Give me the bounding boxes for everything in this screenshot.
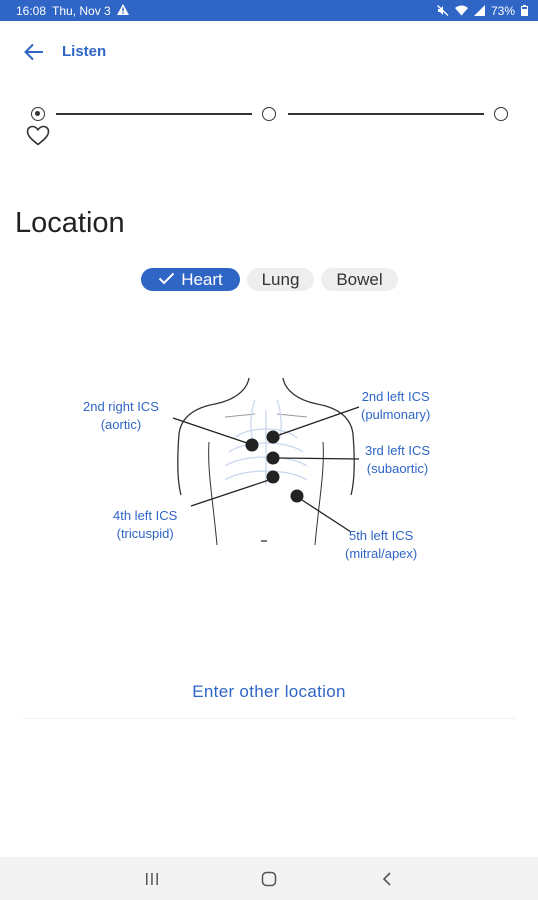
label-4th-left-ics: 4th left ICS (tricuspid)	[113, 507, 177, 543]
status-right: 73%	[437, 4, 528, 18]
subaortic-point[interactable]	[266, 451, 280, 465]
chip-lung-label: Lung	[261, 269, 300, 289]
label-4th-left-ics-title: 4th left ICS	[113, 508, 178, 523]
battery-icon	[521, 5, 528, 16]
chip-bowel[interactable]: Bowel	[321, 268, 398, 291]
chip-heart-label: Heart	[181, 269, 223, 289]
back-nav-button[interactable]	[367, 867, 407, 891]
label-2nd-right-ics-sub: (aortic)	[100, 417, 142, 432]
app-bar: Listen	[0, 21, 538, 81]
battery-percent: 73%	[490, 3, 515, 18]
chevron-left-icon	[382, 872, 391, 886]
recent-apps-button[interactable]	[132, 867, 172, 891]
tricuspid-point[interactable]	[266, 470, 280, 484]
warning-icon	[116, 3, 129, 18]
label-5th-left-ics-title: 5th left ICS	[348, 528, 414, 543]
signal-icon	[473, 5, 485, 16]
label-2nd-right-ics-title: 2nd right ICS	[83, 399, 159, 414]
label-5th-left-ics-sub: (mitral/apex)	[345, 546, 418, 561]
progress-stepper	[0, 98, 538, 158]
chip-lung[interactable]: Lung	[247, 268, 314, 291]
home-button[interactable]	[249, 867, 289, 891]
label-4th-left-ics-sub: (tricuspid)	[116, 526, 174, 541]
recent-apps-icon	[146, 873, 158, 885]
step-1-indicator[interactable]	[31, 107, 45, 121]
wifi-icon	[454, 5, 468, 16]
chest-illustration	[172, 377, 360, 546]
aortic-point[interactable]	[245, 438, 259, 452]
chest-auscultation-diagram: 2nd right ICS (aortic) 2nd left ICS (pul…	[75, 370, 465, 575]
label-5th-left-ics: 5th left ICS (mitral/apex)	[345, 527, 417, 563]
chip-bowel-label: Bowel	[336, 269, 383, 289]
label-2nd-left-ics-sub: (pulmonary)	[361, 407, 431, 422]
label-2nd-left-ics-title: 2nd left ICS	[361, 389, 430, 404]
system-nav-bar	[0, 857, 538, 900]
mute-icon	[437, 5, 449, 16]
step-2-indicator[interactable]	[262, 107, 276, 121]
chip-heart[interactable]: Heart	[141, 268, 240, 291]
mitral-point[interactable]	[290, 489, 304, 503]
enter-other-location-button[interactable]: Enter other location	[192, 682, 346, 701]
home-icon	[261, 871, 277, 887]
step-connector-1	[56, 113, 252, 115]
divider	[22, 718, 516, 719]
label-3rd-left-ics-sub: (subaortic)	[366, 461, 429, 476]
pulmonary-point[interactable]	[266, 430, 280, 444]
step-connector-2	[288, 113, 484, 115]
step-3-indicator[interactable]	[494, 107, 508, 121]
label-3rd-left-ics: 3rd left ICS (subaortic)	[365, 442, 430, 478]
back-button[interactable]	[20, 38, 48, 66]
label-2nd-right-ics: 2nd right ICS (aortic)	[83, 398, 159, 434]
section-title: Location	[15, 207, 125, 239]
status-bar: 16:08 Thu, Nov 3 73%	[0, 0, 538, 21]
heart-icon	[26, 125, 50, 151]
check-icon	[158, 270, 175, 290]
status-time: 16:08	[16, 3, 47, 18]
arrow-left-icon	[24, 43, 43, 61]
app-title: Listen	[62, 43, 107, 60]
label-3rd-left-ics-title: 3rd left ICS	[365, 443, 431, 458]
location-type-chips: Heart Lung Bowel	[0, 268, 538, 292]
label-2nd-left-ics: 2nd left ICS (pulmonary)	[361, 388, 430, 424]
status-date: Thu, Nov 3	[52, 3, 111, 18]
status-left: 16:08 Thu, Nov 3	[16, 3, 129, 18]
